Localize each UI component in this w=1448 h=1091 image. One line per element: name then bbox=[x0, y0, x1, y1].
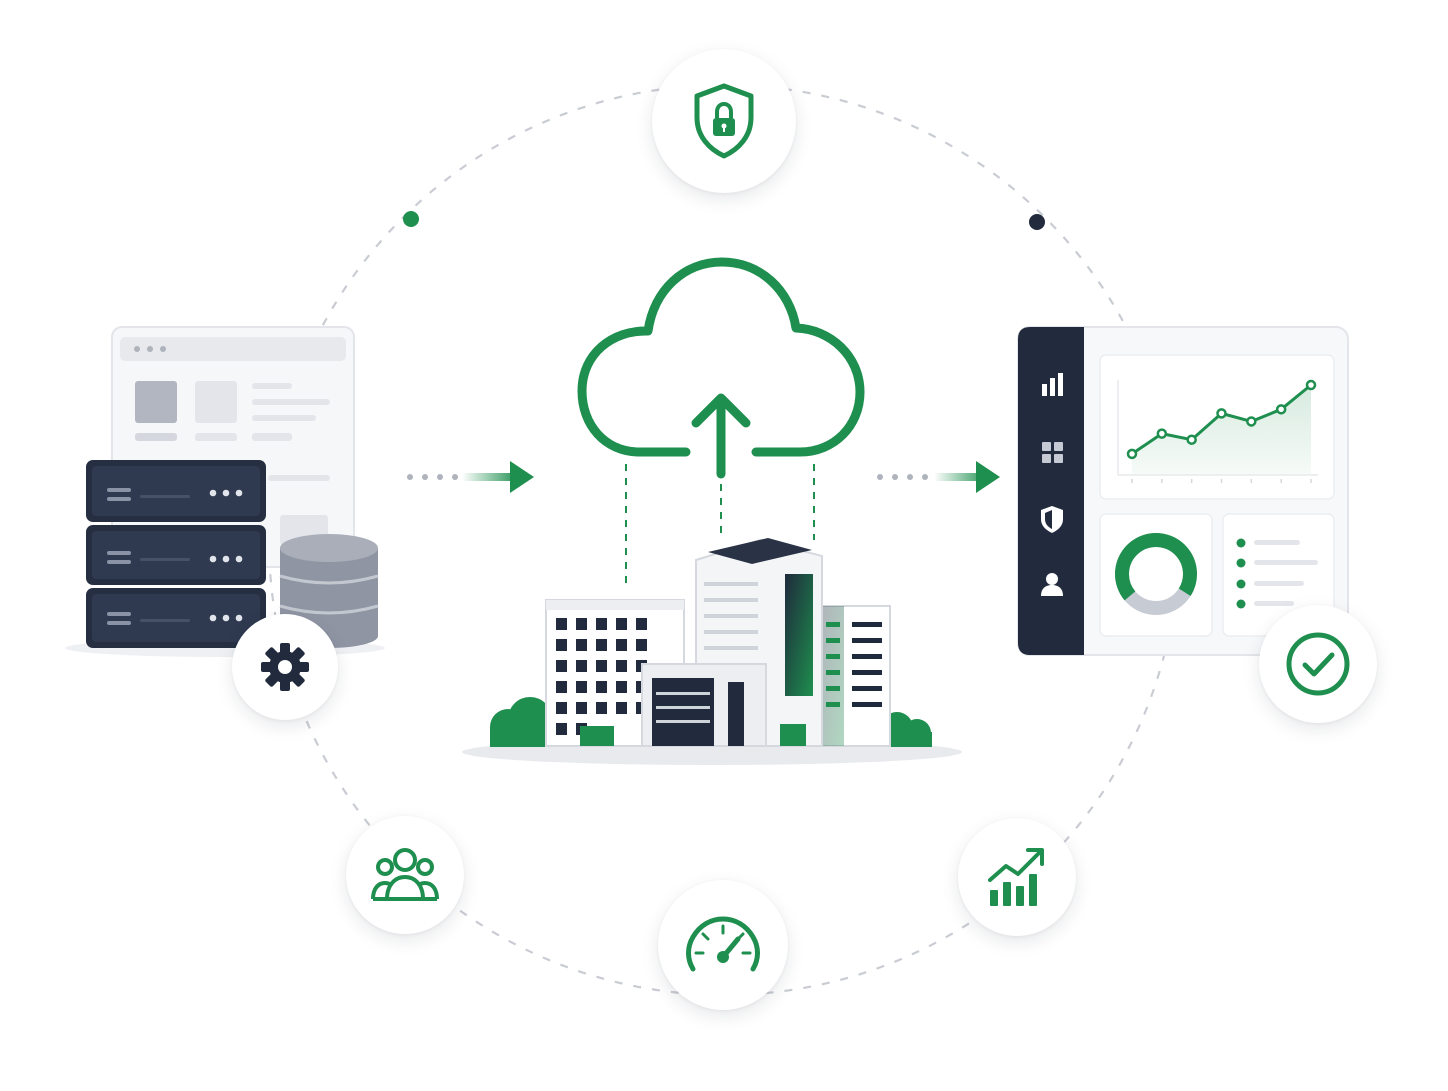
building-window bbox=[616, 618, 627, 630]
building-window bbox=[636, 639, 647, 651]
series-area bbox=[1132, 385, 1311, 474]
building-window bbox=[596, 681, 607, 693]
legend-list bbox=[1236, 538, 1318, 609]
building-window bbox=[576, 702, 587, 714]
users-group-icon bbox=[371, 848, 439, 901]
flow-arrow-right bbox=[877, 461, 1000, 493]
check-circle-icon bbox=[1286, 632, 1350, 696]
building-window bbox=[596, 618, 607, 630]
building-window bbox=[576, 639, 587, 651]
bar-chart-icon bbox=[1042, 373, 1063, 396]
user-icon bbox=[1041, 573, 1063, 596]
shield-icon bbox=[1041, 506, 1063, 533]
cloud-upload-icon bbox=[577, 257, 865, 479]
grid-icon bbox=[1042, 442, 1063, 463]
security-node bbox=[652, 49, 796, 193]
connector-lines bbox=[625, 464, 815, 584]
gear-icon bbox=[261, 643, 309, 691]
building-window bbox=[556, 639, 567, 651]
building-window bbox=[576, 618, 587, 630]
building-window bbox=[556, 618, 567, 630]
building-window bbox=[576, 681, 587, 693]
orbit-dot-navy bbox=[1029, 214, 1045, 230]
data-point bbox=[1186, 434, 1197, 445]
building-window bbox=[596, 702, 607, 714]
speedometer-icon bbox=[686, 916, 760, 972]
building-window bbox=[576, 660, 587, 672]
donut-chart bbox=[1115, 533, 1197, 615]
data-point bbox=[1246, 416, 1257, 427]
building-window bbox=[556, 660, 567, 672]
growth-chart-icon bbox=[988, 848, 1044, 906]
building-window bbox=[596, 660, 607, 672]
data-point bbox=[1156, 428, 1168, 439]
orbit-dot-green bbox=[403, 211, 419, 227]
verified-node bbox=[1259, 605, 1377, 723]
building-window bbox=[616, 639, 627, 651]
settings-node bbox=[232, 614, 338, 720]
performance-node bbox=[658, 880, 788, 1010]
buildings-illustration bbox=[462, 538, 962, 765]
data-point bbox=[1126, 448, 1138, 460]
building-window bbox=[616, 681, 627, 693]
building-window bbox=[556, 681, 567, 693]
shield-lock-icon bbox=[694, 83, 754, 159]
building-window bbox=[616, 660, 627, 672]
server-illustration bbox=[65, 326, 385, 657]
team-node bbox=[346, 816, 464, 934]
data-point bbox=[1275, 404, 1287, 415]
line-chart bbox=[1117, 379, 1318, 483]
building-window bbox=[596, 639, 607, 651]
building-window bbox=[636, 618, 647, 630]
building-window bbox=[556, 702, 567, 714]
building-window bbox=[616, 702, 627, 714]
flow-arrow-left bbox=[407, 461, 534, 493]
dashboard-illustration bbox=[1017, 326, 1349, 656]
data-point bbox=[1305, 379, 1317, 391]
data-point bbox=[1216, 408, 1227, 419]
growth-node bbox=[958, 818, 1076, 936]
donut-segment bbox=[1115, 533, 1197, 615]
building-window bbox=[556, 723, 567, 735]
